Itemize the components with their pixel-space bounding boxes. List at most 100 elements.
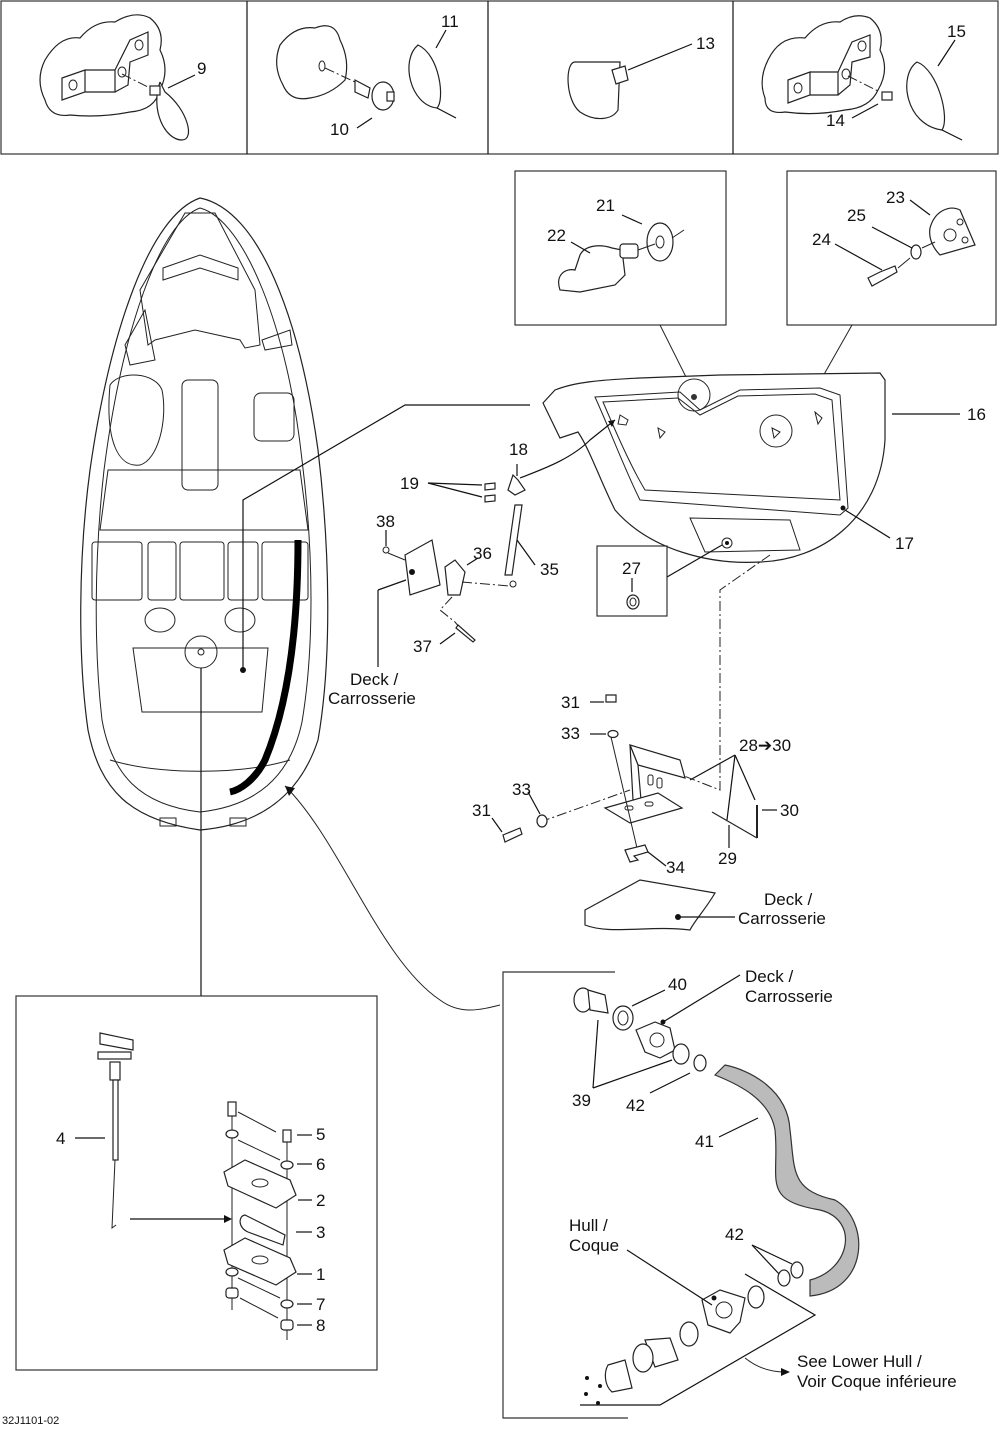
- note-deck-3-line2: Carrosserie: [745, 987, 833, 1006]
- detail-box-grommet: 27: [596, 544, 723, 617]
- fitting-flange-icon: [632, 1343, 654, 1373]
- grommet-icon: [626, 594, 640, 610]
- callout-1: 1: [316, 1265, 325, 1284]
- upper-plate-icon: [223, 1159, 297, 1209]
- callout-30: 30: [780, 801, 799, 820]
- callout-2: 2: [316, 1191, 325, 1210]
- hull-outline: [80, 197, 329, 831]
- panel-bracket-tie: 14 15: [761, 15, 966, 141]
- callout-9: 9: [197, 59, 206, 78]
- latch-pin-icon: [558, 245, 626, 293]
- callout-39: 39: [572, 1091, 591, 1110]
- screw-icon: [867, 265, 898, 287]
- gasket-icon: [612, 1005, 634, 1031]
- drain-cap-icon: [604, 1359, 633, 1393]
- callout-34: 34: [666, 858, 685, 877]
- gasket-icon: [679, 1321, 699, 1347]
- bolt-icon: [605, 694, 617, 703]
- callout-25: 25: [847, 206, 866, 225]
- callout-18: 18: [509, 440, 528, 459]
- bin-gasket: [594, 387, 849, 516]
- top-panels: 9 10 11 13: [0, 0, 999, 155]
- tie-head-icon: [611, 65, 629, 85]
- shim-icon: [624, 844, 649, 863]
- callout-13: 13: [696, 34, 715, 53]
- washer-icon: [646, 222, 674, 262]
- bracket-icon: [787, 34, 871, 104]
- deck-section-icon: [404, 539, 441, 596]
- callout-40: 40: [668, 975, 687, 994]
- mounting-plate-icon: [444, 559, 466, 596]
- callout-31b: 31: [472, 801, 491, 820]
- storage-bin: 16 17: [542, 372, 986, 563]
- drain-rod-icon: [112, 1079, 119, 1161]
- washer-icon: [536, 814, 548, 828]
- callout-24: 24: [812, 230, 831, 249]
- strut-bracket-icon: [507, 473, 526, 496]
- hinge-leaf-lower-icon: [603, 792, 684, 824]
- gas-strut-assembly: 18 19 35 36 38 37 Deck / Carrosserie: [328, 419, 616, 708]
- drain-hose-icon: [713, 1064, 860, 1297]
- push-mount-icon: [149, 85, 161, 96]
- washer-icon: [225, 1129, 239, 1139]
- retainer-plate-icon: [929, 207, 976, 256]
- note-deck-2-line1: Deck /: [764, 890, 812, 909]
- callout-41: 41: [695, 1132, 714, 1151]
- rivet-icon: [455, 624, 476, 643]
- nut-icon: [225, 1287, 239, 1299]
- callout-11: 11: [441, 12, 459, 31]
- bolt-icon: [502, 827, 523, 843]
- callout-31a: 31: [561, 693, 580, 712]
- glovebox-icon: [253, 392, 295, 442]
- callout-10: 10: [330, 120, 349, 139]
- callout-22: 22: [547, 226, 566, 245]
- callout-7: 7: [316, 1295, 325, 1314]
- detail-box-latch-pin: 21 22: [514, 170, 727, 386]
- clamp-icon: [790, 1261, 804, 1279]
- deck-section-icon: [276, 25, 348, 100]
- cable-tie-icon: [408, 44, 442, 109]
- hull-section-icon: [701, 1289, 746, 1334]
- drain-hose-icon: [229, 539, 302, 796]
- deck-section-icon: [584, 879, 716, 931]
- seat-icon: [181, 379, 219, 491]
- top-strip-frame: [0, 0, 999, 155]
- washer-icon: [280, 1299, 294, 1309]
- callout-15: 15: [947, 22, 966, 41]
- callout-19: 19: [400, 474, 419, 493]
- callout-37: 37: [413, 637, 432, 656]
- callout-4: 4: [56, 1129, 65, 1148]
- drawing-number: 32J1101-02: [2, 1415, 59, 1427]
- washer-icon: [607, 729, 619, 739]
- screw-icon: [484, 494, 496, 503]
- callout-27: 27: [622, 559, 641, 578]
- deck-section-icon: [39, 14, 166, 117]
- callout-14: 14: [826, 111, 845, 130]
- screw-icon: [354, 79, 371, 99]
- washer-icon: [225, 1267, 239, 1277]
- detail-box-retainer: 23 25 24: [786, 170, 997, 386]
- deck-section-icon: [635, 1021, 676, 1059]
- callout-29: 29: [718, 849, 737, 868]
- callout-16: 16: [967, 405, 986, 424]
- bolt-icon: [227, 1101, 237, 1117]
- clamp-icon: [693, 1054, 707, 1072]
- callout-35: 35: [540, 560, 559, 579]
- screw-icon: [484, 482, 496, 491]
- callout-21: 21: [596, 196, 615, 215]
- cable-tie-icon: [906, 61, 946, 131]
- callout-6: 6: [316, 1155, 325, 1174]
- note-deck-2-line2: Carrosserie: [738, 909, 826, 928]
- callout-8: 8: [316, 1316, 325, 1335]
- note-hull-line1: Hull /: [569, 1216, 608, 1235]
- panel-screw-tie: 10 11: [276, 12, 459, 139]
- detail-box-drain-hose: 40 Deck / Carrosserie 39 42 41 42 Hull /…: [502, 967, 957, 1419]
- deck-section-icon: [761, 15, 886, 115]
- note-deck-1-line2: Carrosserie: [328, 689, 416, 708]
- detail-box-drain-plug: 4 5 6 2 3 1 7 8: [15, 995, 378, 1371]
- nut-icon: [280, 1319, 294, 1331]
- bolt-icon: [282, 1129, 292, 1143]
- cable-tie-icon: [156, 81, 190, 141]
- cable-tie-icon: [567, 61, 621, 120]
